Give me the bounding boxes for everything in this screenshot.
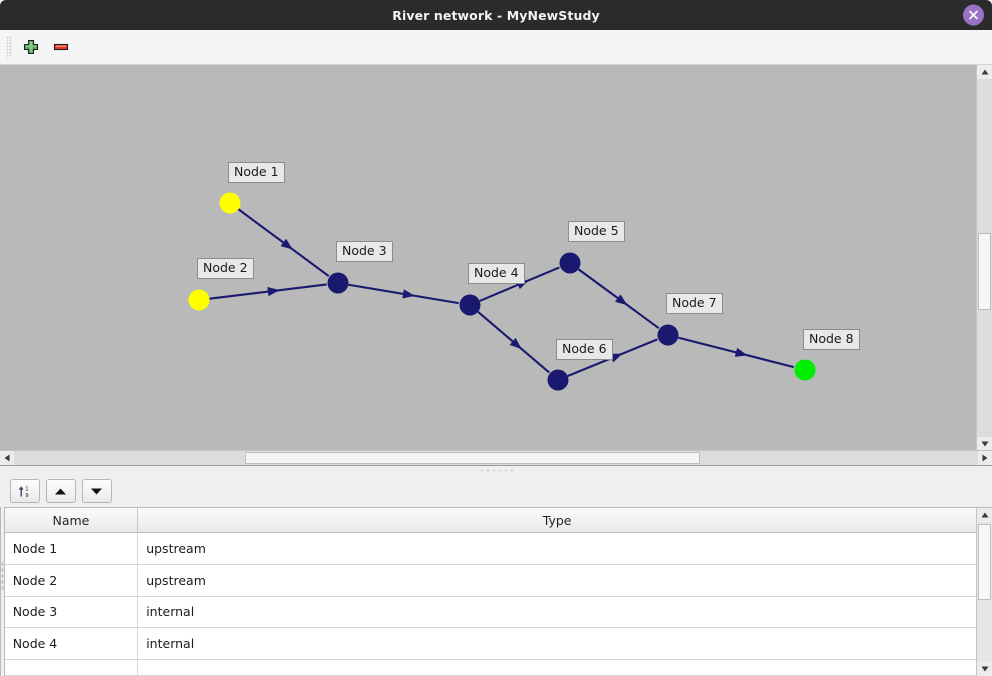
sort-ascending-icon: 1 9: [19, 485, 29, 499]
triangle-right-icon: [982, 454, 988, 462]
triangle-up-icon: [981, 512, 989, 518]
node-table-cell[interactable]: Node 3: [4, 596, 139, 629]
red-minus-icon: [53, 43, 69, 51]
close-x-icon: [969, 10, 978, 20]
node-table-cell[interactable]: Node 1: [4, 532, 139, 565]
remove-node-button[interactable]: [46, 33, 76, 61]
edge-arrowhead-icon: [267, 287, 280, 297]
arrow-down-icon: [91, 488, 103, 494]
add-node-button[interactable]: [16, 33, 46, 61]
edge-arrowhead-icon: [280, 238, 293, 250]
graph-node-node-6[interactable]: [547, 369, 569, 391]
node-label-node-2[interactable]: Node 2: [197, 258, 254, 279]
node-scroll-down-button[interactable]: [977, 662, 992, 676]
node-scroll-thumb[interactable]: [978, 524, 992, 600]
move-node-up-button[interactable]: [45, 479, 76, 503]
splitter-grip: [479, 469, 513, 472]
node-label-node-5[interactable]: Node 5: [568, 221, 625, 242]
node-table-column-header-name[interactable]: Name: [4, 508, 139, 533]
triangle-down-icon: [981, 666, 989, 672]
scroll-left-button[interactable]: [0, 451, 14, 465]
vertical-splitter-grip: [0, 560, 4, 591]
node-table-column-header-type[interactable]: Type: [137, 508, 977, 533]
graph-node-node-1[interactable]: [219, 192, 241, 214]
tables-vertical-splitter[interactable]: [0, 475, 4, 676]
scroll-down-button[interactable]: [977, 437, 992, 451]
node-table-cell[interactable]: internal: [137, 596, 977, 629]
node-label-node-8[interactable]: Node 8: [803, 329, 860, 350]
node-label-node-3[interactable]: Node 3: [336, 241, 393, 262]
node-table-cell[interactable]: upstream: [137, 564, 977, 597]
arrow-up-icon: [55, 488, 67, 494]
canvas-tables-splitter[interactable]: [0, 466, 992, 475]
svg-text:9: 9: [25, 493, 28, 499]
canvas-vscroll-track[interactable]: [977, 79, 992, 437]
node-table-scrollbar[interactable]: [976, 508, 992, 676]
edge-arrowhead-icon: [402, 289, 415, 299]
edge-arrowhead-icon: [509, 337, 522, 350]
toolbar-drag-handle[interactable]: [6, 36, 12, 58]
scroll-right-button[interactable]: [978, 451, 992, 465]
graph-node-node-8[interactable]: [794, 359, 816, 381]
window-title: River network - MyNewStudy: [392, 7, 600, 23]
network-graph: [188, 192, 816, 391]
node-table-cell[interactable]: upstream: [137, 532, 977, 565]
main-toolbar: [0, 30, 992, 65]
canvas-hscroll-track[interactable]: [14, 451, 978, 465]
canvas-horizontal-scrollbar[interactable]: [0, 450, 992, 465]
window-titlebar: River network - MyNewStudy: [0, 0, 992, 30]
node-label-node-6[interactable]: Node 6: [556, 339, 613, 360]
canvas-vscroll-thumb[interactable]: [978, 232, 991, 311]
triangle-down-icon: [981, 441, 988, 447]
move-node-down-button[interactable]: [81, 479, 112, 503]
node-label-node-1[interactable]: Node 1: [228, 162, 285, 183]
node-scroll-up-button[interactable]: [977, 508, 992, 522]
edge-arrowhead-icon: [734, 347, 748, 357]
scroll-up-button[interactable]: [977, 65, 992, 79]
triangle-left-icon: [4, 454, 10, 462]
node-toolbar: 1 9: [3, 475, 992, 507]
close-window-button[interactable]: [963, 4, 984, 26]
node-table-cell[interactable]: [137, 659, 977, 676]
graph-node-node-4[interactable]: [459, 294, 481, 316]
node-label-node-7[interactable]: Node 7: [666, 293, 723, 314]
graph-node-node-3[interactable]: [327, 272, 349, 294]
node-table-row[interactable]: [4, 659, 977, 676]
svg-text:1: 1: [25, 486, 28, 492]
tables-region: 1 9 NameNode1Node: [0, 475, 992, 676]
graph-node-node-5[interactable]: [559, 252, 581, 274]
node-table-cell[interactable]: [4, 659, 139, 676]
edge-arrowhead-icon: [615, 294, 628, 306]
node-table-cell[interactable]: Node 4: [4, 627, 139, 661]
canvas-vertical-scrollbar[interactable]: [976, 65, 992, 451]
sort-nodes-button[interactable]: 1 9: [9, 479, 40, 503]
node-table-cell[interactable]: Node 2: [4, 564, 139, 597]
edge-arrowhead-icon: [609, 353, 623, 363]
network-diagram-canvas[interactable]: Node 1 Node 2 Node 3 Node 4 Node 5 Node 6 Node…: [0, 65, 992, 466]
node-label-node-4[interactable]: Node 4: [468, 263, 525, 284]
canvas-hscroll-thumb[interactable]: [245, 452, 701, 464]
graph-node-node-2[interactable]: [188, 289, 210, 311]
green-plus-icon: [23, 39, 39, 55]
triangle-up-icon: [981, 69, 988, 75]
graph-node-node-7[interactable]: [657, 324, 679, 346]
node-table-cell[interactable]: internal: [137, 627, 977, 661]
